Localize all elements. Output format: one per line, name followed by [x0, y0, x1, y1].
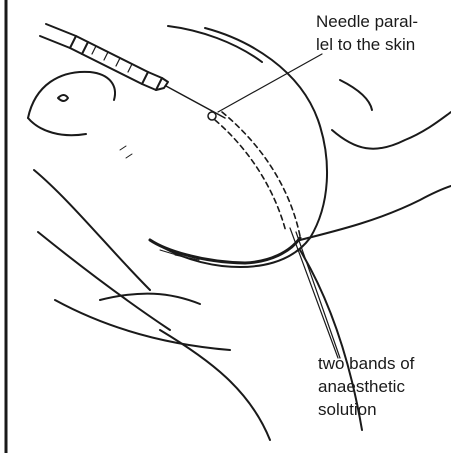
torso-curve-middle	[38, 232, 170, 330]
anaesthetic-band-1	[215, 120, 286, 232]
contralateral-breast	[28, 72, 115, 118]
torso-curve-left	[34, 170, 150, 290]
shading-strokes-2	[120, 146, 132, 158]
breast-underside	[150, 238, 300, 263]
arm-lower	[300, 186, 451, 240]
nipple-left	[58, 95, 68, 101]
needle-leader	[218, 54, 322, 112]
bands-label-line-1: two bands of	[318, 352, 414, 375]
breast-outline	[150, 28, 327, 267]
needle-label-line-2: lel to the skin	[316, 33, 418, 56]
torso-curve-lower	[55, 300, 230, 350]
bands-leader-2	[296, 232, 340, 358]
syringe	[40, 24, 168, 90]
needle-tip	[208, 112, 216, 120]
needle-label-line-1: Needle paral-	[316, 10, 418, 33]
right-contour	[340, 80, 372, 110]
needle-label: Needle paral- lel to the skin	[316, 10, 418, 56]
needle	[166, 86, 225, 118]
bands-leader-1	[290, 228, 338, 358]
bands-label: two bands of anaesthetic solution	[318, 352, 414, 421]
flank-curve	[100, 294, 200, 304]
bands-label-line-2: anaesthetic	[318, 375, 414, 398]
bands-label-line-3: solution	[318, 398, 414, 421]
contralateral-breast-lower	[28, 118, 86, 135]
abdomen-curve	[160, 330, 270, 440]
arm-upper	[332, 112, 451, 149]
